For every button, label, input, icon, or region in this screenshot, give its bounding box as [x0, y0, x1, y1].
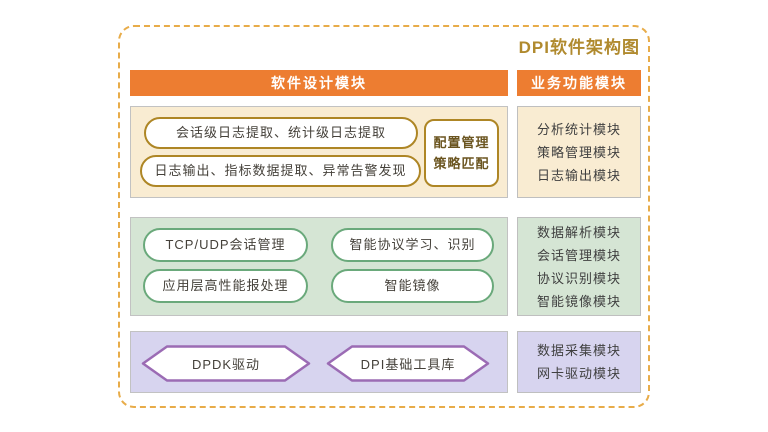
panel-log-modules: 分析统计模块 策略管理模块 日志输出模块 [517, 106, 641, 198]
hexagon-label: DPI基础工具库 [360, 357, 456, 372]
hexagon-label: DPDK驱动 [191, 357, 261, 372]
pill-app-layer-processing: 应用层高性能报处理 [143, 269, 308, 303]
pill-tcp-udp-session: TCP/UDP会话管理 [143, 228, 308, 262]
panel-base-modules: 数据采集模块 网卡驱动模块 [517, 331, 641, 393]
module-item: 网卡驱动模块 [536, 366, 621, 381]
panel-engine-modules: 数据解析模块 会话管理模块 协议识别模块 智能镜像模块 [517, 217, 641, 316]
pill-session-log-extract: 会话级日志提取、统计级日志提取 [144, 117, 418, 149]
config-policy-box: 配置管理 策略匹配 [424, 119, 499, 187]
config-box-line: 配置管理 [433, 135, 490, 150]
header-business-function: 业务功能模块 [517, 70, 641, 96]
pill-smart-mirror: 智能镜像 [331, 269, 494, 303]
pill-log-output-metrics: 日志输出、指标数据提取、异常告警发现 [140, 155, 421, 187]
module-item: 策略管理模块 [536, 144, 621, 160]
module-item: 数据解析模块 [536, 224, 621, 240]
module-item: 协议识别模块 [536, 270, 621, 286]
module-item: 数据采集模块 [536, 343, 621, 358]
config-box-line: 策略匹配 [433, 156, 490, 171]
hexagon-dpi-toolkit: DPI基础工具库 [326, 345, 490, 382]
hexagon-shape [141, 345, 311, 382]
hexagon-shape [326, 345, 490, 382]
module-item: 日志输出模块 [536, 167, 621, 183]
module-item: 智能镜像模块 [536, 293, 621, 309]
module-item: 会话管理模块 [536, 247, 621, 263]
diagram-title: DPI软件架构图 [518, 38, 640, 57]
module-item: 分析统计模块 [536, 121, 621, 137]
header-software-design: 软件设计模块 [130, 70, 508, 96]
pill-protocol-learning: 智能协议学习、识别 [331, 228, 494, 262]
hexagon-dpdk-driver: DPDK驱动 [141, 345, 311, 382]
